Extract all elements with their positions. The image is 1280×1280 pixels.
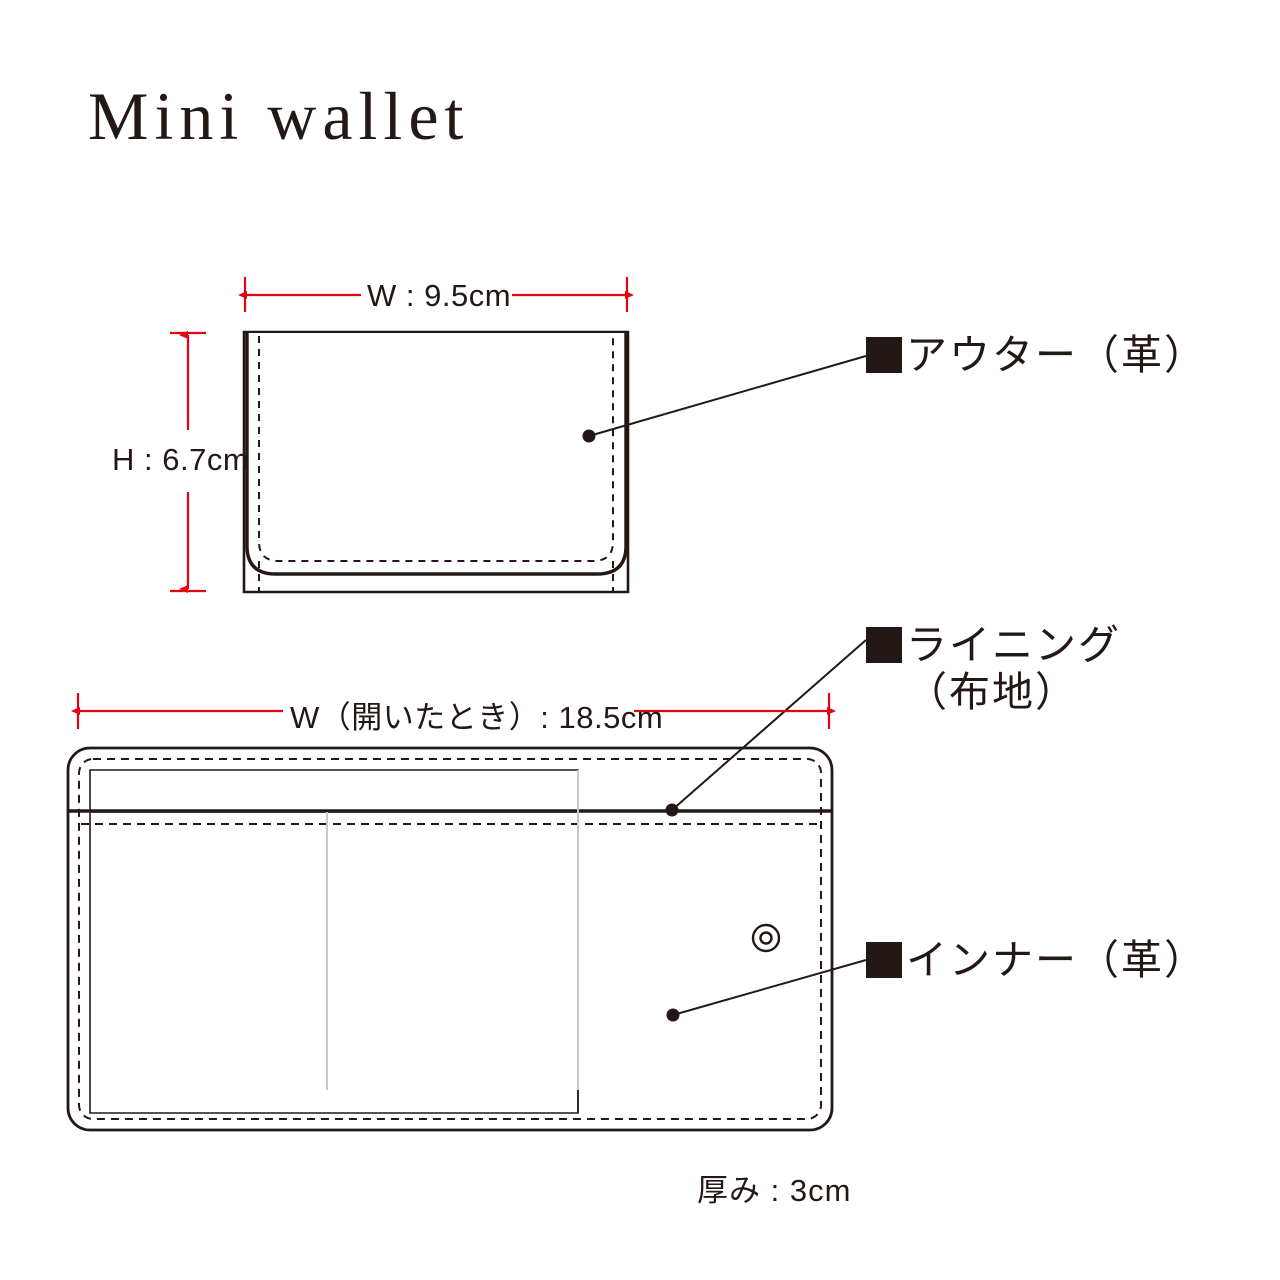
page-title: Mini wallet (88, 78, 470, 154)
closed-wallet-flap-stitch (258, 336, 614, 562)
closed-wallet-flap (245, 333, 628, 576)
thickness-note: 厚み : 3cm (697, 1173, 852, 1208)
open-wallet-lining-band (89, 769, 579, 813)
dimension-label-width-closed: W : 9.5cm (367, 278, 512, 313)
swatch-square-icon (866, 337, 902, 373)
open-wallet-perimeter-stitch (78, 758, 822, 1120)
callout-leader-outer (588, 355, 867, 437)
open-wallet-body (66, 746, 834, 1132)
callout-label-lining-text: ライニング （布地） (906, 622, 1121, 716)
callout-label-lining-line2: （布地） (906, 669, 1078, 716)
callout-dot-outer (582, 429, 596, 443)
dimension-width-closed (238, 277, 634, 312)
open-wallet-group (66, 639, 867, 1132)
swatch-square-icon (866, 942, 902, 978)
dimension-height-closed (170, 331, 206, 593)
callout-label-outer-line1: アウター（革） (906, 332, 1207, 378)
callout-label-outer-text: アウター（革） (906, 332, 1207, 379)
callout-leader-lining (671, 639, 867, 811)
callout-dot-lining (665, 803, 679, 817)
callout-label-inner-line1: インナー（革） (906, 937, 1207, 983)
swatch-square-icon (866, 627, 902, 663)
callout-label-outer: アウター（革） (866, 332, 1207, 379)
callout-label-lining-line1: ライニング (906, 622, 1121, 668)
callout-label-lining: ライニング （布地） (866, 622, 1121, 716)
callout-label-inner-text: インナー（革） (906, 937, 1207, 984)
dimension-label-width-open: W（開いたとき）: 18.5cm (290, 700, 664, 735)
callout-dot-inner (666, 1008, 680, 1022)
callout-label-inner: インナー（革） (866, 937, 1207, 984)
callout-leader-inner (672, 959, 867, 1016)
dimension-label-height-closed: H : 6.7cm (112, 442, 250, 477)
snap-button (751, 923, 781, 953)
closed-wallet-group (170, 277, 867, 594)
dimension-width-open (71, 693, 836, 729)
